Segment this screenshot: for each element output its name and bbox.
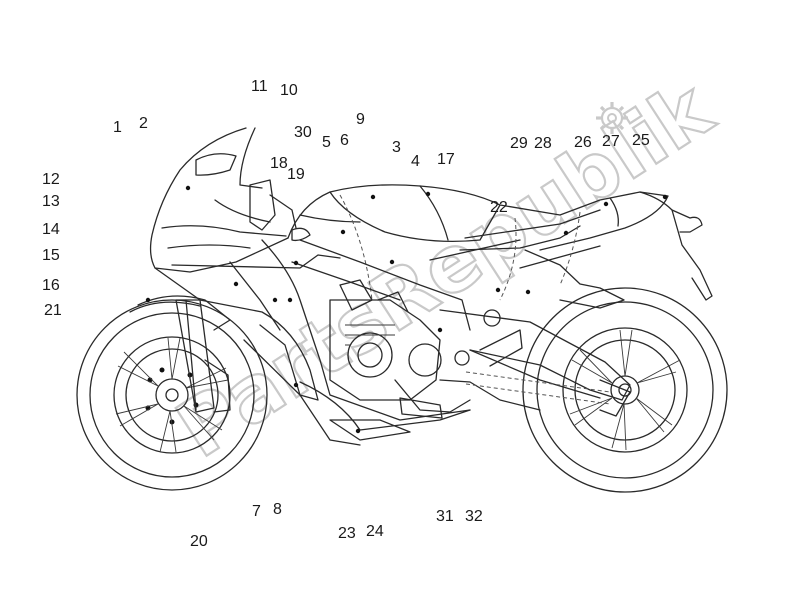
rear-wheel bbox=[522, 287, 728, 493]
part-label-10: 10 bbox=[280, 82, 298, 99]
tail-section bbox=[524, 191, 713, 309]
part-label-29: 29 bbox=[510, 135, 528, 152]
front-wheel bbox=[76, 299, 268, 491]
part-label-26: 26 bbox=[574, 134, 592, 151]
part-label-7: 7 bbox=[252, 503, 261, 520]
part-label-1: 1 bbox=[113, 119, 122, 136]
main-body bbox=[171, 184, 669, 446]
part-label-30: 30 bbox=[294, 124, 312, 141]
part-label-22: 22 bbox=[490, 199, 508, 216]
part-label-2: 2 bbox=[139, 115, 148, 132]
part-label-9: 9 bbox=[356, 111, 365, 128]
frame-swingarm bbox=[291, 239, 631, 401]
part-label-18: 18 bbox=[270, 155, 288, 172]
part-label-28: 28 bbox=[534, 135, 552, 152]
part-label-15: 15 bbox=[42, 247, 60, 264]
handlebar-area bbox=[249, 179, 311, 242]
part-label-32: 32 bbox=[465, 508, 483, 525]
part-label-16: 16 bbox=[42, 277, 60, 294]
part-label-13: 13 bbox=[42, 193, 60, 210]
part-label-20: 20 bbox=[190, 533, 208, 550]
part-label-8: 8 bbox=[273, 501, 282, 518]
part-label-25: 25 bbox=[632, 132, 650, 149]
part-label-19: 19 bbox=[287, 166, 305, 183]
belly-pan bbox=[329, 379, 631, 441]
engine bbox=[329, 279, 541, 413]
part-label-6: 6 bbox=[340, 132, 349, 149]
part-label-21: 21 bbox=[44, 302, 62, 319]
part-label-31: 31 bbox=[436, 508, 454, 525]
drive-chain bbox=[465, 371, 611, 405]
gear-icon bbox=[596, 102, 628, 134]
part-label-12: 12 bbox=[42, 171, 60, 188]
part-label-17: 17 bbox=[437, 151, 455, 168]
part-label-3: 3 bbox=[392, 139, 401, 156]
part-label-23: 23 bbox=[338, 525, 356, 542]
part-label-4: 4 bbox=[411, 153, 420, 170]
part-labels: 1 2 3 4 5 6 7 8 9 10 11 12 13 14 15 16 1… bbox=[42, 78, 650, 550]
decal-markers bbox=[145, 185, 668, 434]
part-label-14: 14 bbox=[42, 221, 60, 238]
part-label-27: 27 bbox=[602, 133, 620, 150]
part-label-5: 5 bbox=[322, 134, 331, 151]
part-label-11: 11 bbox=[251, 78, 268, 95]
part-label-24: 24 bbox=[366, 523, 384, 540]
front-fairing bbox=[149, 127, 319, 401]
front-fork bbox=[129, 295, 231, 413]
